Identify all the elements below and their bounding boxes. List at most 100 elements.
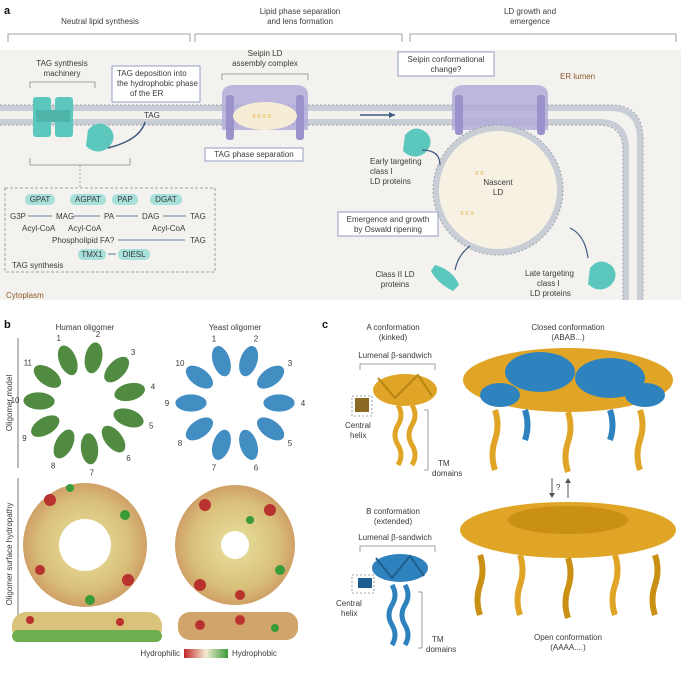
subunit-number: 5: [288, 439, 293, 448]
subunit-number: 6: [126, 454, 131, 463]
tag-synthesis-box: [4, 187, 216, 273]
section-growth-2: emergence: [510, 17, 551, 26]
subunit-number: 7: [90, 469, 95, 478]
emergence-1: Emergence and growth: [347, 215, 430, 224]
subunit-number: 3: [131, 348, 136, 357]
early-targeting-1: Early targeting: [370, 157, 422, 166]
tag-arrow: [107, 121, 146, 149]
tag-machinery-1: TAG synthesis: [36, 59, 87, 68]
nascent-ld-1: Nascent: [483, 178, 513, 187]
enzyme-agpat: AGPAT: [75, 195, 101, 204]
enzyme-pap: PAP: [117, 195, 132, 204]
oligomer-subunit: [211, 345, 232, 378]
emergence-2: by Oswald ripening: [354, 225, 422, 234]
closed-conformation-structure: [463, 348, 673, 473]
subunit-number: 5: [149, 422, 154, 431]
oligomer-subunit: [262, 393, 296, 413]
seipin-complex-right: [452, 85, 548, 135]
seipin-conf-1: Seipin conformational: [408, 55, 485, 64]
seipin-complex-1: Seipin LD: [248, 49, 283, 58]
subunit-number: 4: [301, 399, 306, 408]
panel-a-letter: a: [4, 5, 11, 17]
human-oligomer-model: [22, 341, 146, 466]
oligomer-subunit: [238, 428, 259, 461]
subunit-number: 11: [24, 359, 33, 368]
seipin-complex-2: assembly complex: [232, 59, 298, 68]
oligomer-subunit: [174, 393, 208, 413]
human-surface-hydropathy: [23, 483, 147, 607]
oligomer-subunit: [256, 364, 285, 390]
oligomer-subunit: [238, 345, 259, 378]
svg-text:≡ ≡: ≡ ≡: [475, 171, 484, 177]
tm-domains-b-1: TM: [432, 635, 444, 644]
human-surface-side-view: [12, 612, 162, 642]
section-neutral: Neutral lipid synthesis: [61, 17, 139, 26]
subunit-number: 8: [51, 461, 56, 470]
metabolite-mag: MAG: [56, 212, 74, 221]
oligomer-subunit: [100, 424, 127, 454]
row-surface-hydropathy: Oligomer surface hydropathy: [5, 503, 14, 606]
pathway-arrows: [28, 215, 186, 255]
legend-hydrophilic: Hydrophilic: [140, 649, 180, 658]
a-conformation-1: A conformation: [366, 323, 419, 332]
oligomer-subunit: [52, 428, 76, 460]
yeast-surface-hydropathy: [175, 485, 295, 605]
b-conformation-structure: [358, 554, 428, 647]
acyl-coa-3: Acyl-CoA: [152, 224, 186, 233]
central-helix-a-2: helix: [350, 431, 366, 440]
subunit-number: 7: [212, 464, 217, 473]
class-ii-2: proteins: [381, 280, 409, 289]
seipin-complex-middle: ≡ ≡ ≡ ≡: [222, 85, 308, 140]
oligomer-subunit: [57, 344, 79, 376]
central-helix-b-1: Central: [336, 599, 362, 608]
a-conformation-2: (kinked): [379, 333, 408, 342]
enzyme-gpat: GPAT: [30, 195, 51, 204]
late-targeting-1: Late targeting: [525, 269, 574, 278]
yeast-oligomer-title: Yeast oligomer: [209, 323, 262, 332]
tag-synthesis-machinery: [33, 97, 114, 152]
subunit-number: 4: [151, 382, 156, 391]
svg-text:≡ ≡ ≡ ≡: ≡ ≡ ≡ ≡: [252, 114, 272, 120]
oligomer-subunit: [32, 364, 62, 389]
subunit-number: 9: [22, 434, 27, 443]
equilibrium-arrows: [549, 478, 571, 498]
late-class-i-protein: [588, 261, 616, 290]
tag-phase-separation: TAG phase separation: [214, 150, 293, 159]
panel-a-background: [0, 50, 681, 300]
subunit-number: 1: [57, 334, 62, 343]
section-phase-1: Lipid phase separation: [260, 7, 341, 16]
tag-deposition-2: the hydrophobic phase: [117, 79, 199, 88]
oligomer-subunit: [83, 341, 104, 375]
metabolite-g3p: G3P: [10, 212, 26, 221]
subunit-number: 2: [254, 334, 259, 343]
tm-domains-b-2: domains: [426, 645, 456, 654]
tag-label: TAG: [144, 111, 160, 120]
enzyme-dgat: DGAT: [155, 195, 177, 204]
metabolite-pa: PA: [104, 212, 115, 221]
section-growth-1: LD growth and: [504, 7, 556, 16]
hydropathy-color-scale: [184, 649, 228, 658]
a-conformation-structure: [355, 373, 437, 467]
subunit-number: 10: [11, 396, 20, 405]
subunit-number: 8: [178, 439, 183, 448]
equilibrium-question: ?: [556, 483, 561, 492]
nascent-lipid-droplet: ≡ ≡ ≡ ≡ ≡: [432, 124, 564, 256]
class-ii-1: Class II LD: [375, 270, 414, 279]
enzyme-diesl: DIESL: [122, 250, 146, 259]
oligomer-subunit: [256, 416, 285, 442]
metabolite-tag: TAG: [190, 212, 206, 221]
oligomer-subunit: [113, 382, 146, 402]
tag-synthesis-caption: TAG synthesis: [12, 261, 63, 270]
yeast-oligomer-model: [174, 345, 296, 461]
human-oligomer-title: Human oligomer: [56, 323, 115, 332]
subunit-number: 3: [288, 359, 293, 368]
metabolite-tag-2: TAG: [190, 236, 206, 245]
late-targeting-2: class I: [537, 279, 560, 288]
pathway-enzymes: [25, 194, 182, 260]
enzyme-tmx1: TMX1: [81, 250, 103, 259]
yeast-surface-side-view: [178, 612, 298, 640]
